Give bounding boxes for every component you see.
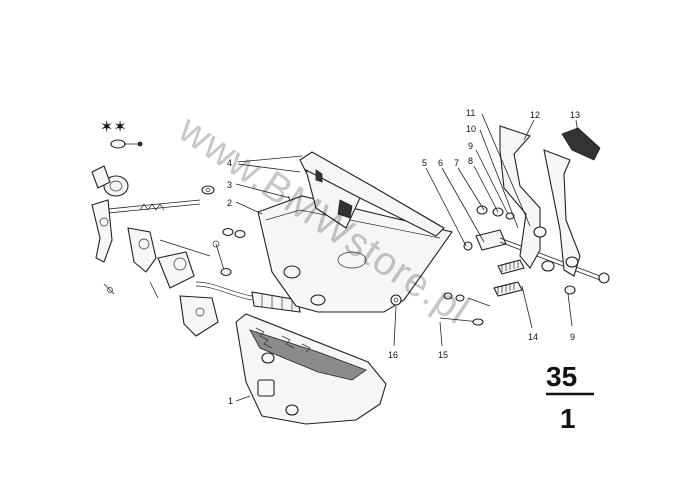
- linkage-assembly: [91, 165, 215, 299]
- pedal-box-housing: [257, 195, 453, 313]
- callout-9-top: 9: [468, 141, 473, 151]
- star-marker-symbol: ✶✶: [100, 117, 127, 136]
- screws-15-16: [390, 292, 491, 326]
- callout-3: 3: [227, 180, 232, 190]
- page-reference: 35 1: [546, 361, 594, 434]
- callout-1: 1: [228, 396, 233, 406]
- key-icon: [110, 139, 143, 149]
- callout-2: 2: [227, 198, 232, 208]
- page-sub-number: 1: [560, 403, 576, 434]
- callout-11: 11: [466, 108, 475, 118]
- leader-lines: [235, 113, 579, 402]
- callout-9-bottom: 9: [570, 332, 575, 342]
- callout-16: 16: [388, 350, 398, 360]
- callout-12: 12: [530, 110, 540, 120]
- callout-13: 13: [570, 110, 580, 120]
- marker-stars: ✶✶: [100, 117, 143, 149]
- callout-15: 15: [438, 350, 448, 360]
- callout-numbers: 1 2 3 4 5 6 7 8 9 10 11 12 13 14 9 15 16: [227, 108, 580, 406]
- pedal-assembly: [463, 125, 610, 297]
- callout-6: 6: [438, 158, 443, 168]
- lower-cover: [235, 313, 387, 425]
- callout-8: 8: [468, 156, 473, 166]
- callout-14: 14: [528, 332, 538, 342]
- page-group-number: 35: [546, 361, 577, 392]
- callout-5: 5: [422, 158, 427, 168]
- callout-10: 10: [466, 124, 476, 134]
- callout-4: 4: [227, 158, 232, 168]
- cable-and-boot: [179, 281, 301, 337]
- top-cover: [299, 151, 445, 237]
- callout-7: 7: [454, 158, 459, 168]
